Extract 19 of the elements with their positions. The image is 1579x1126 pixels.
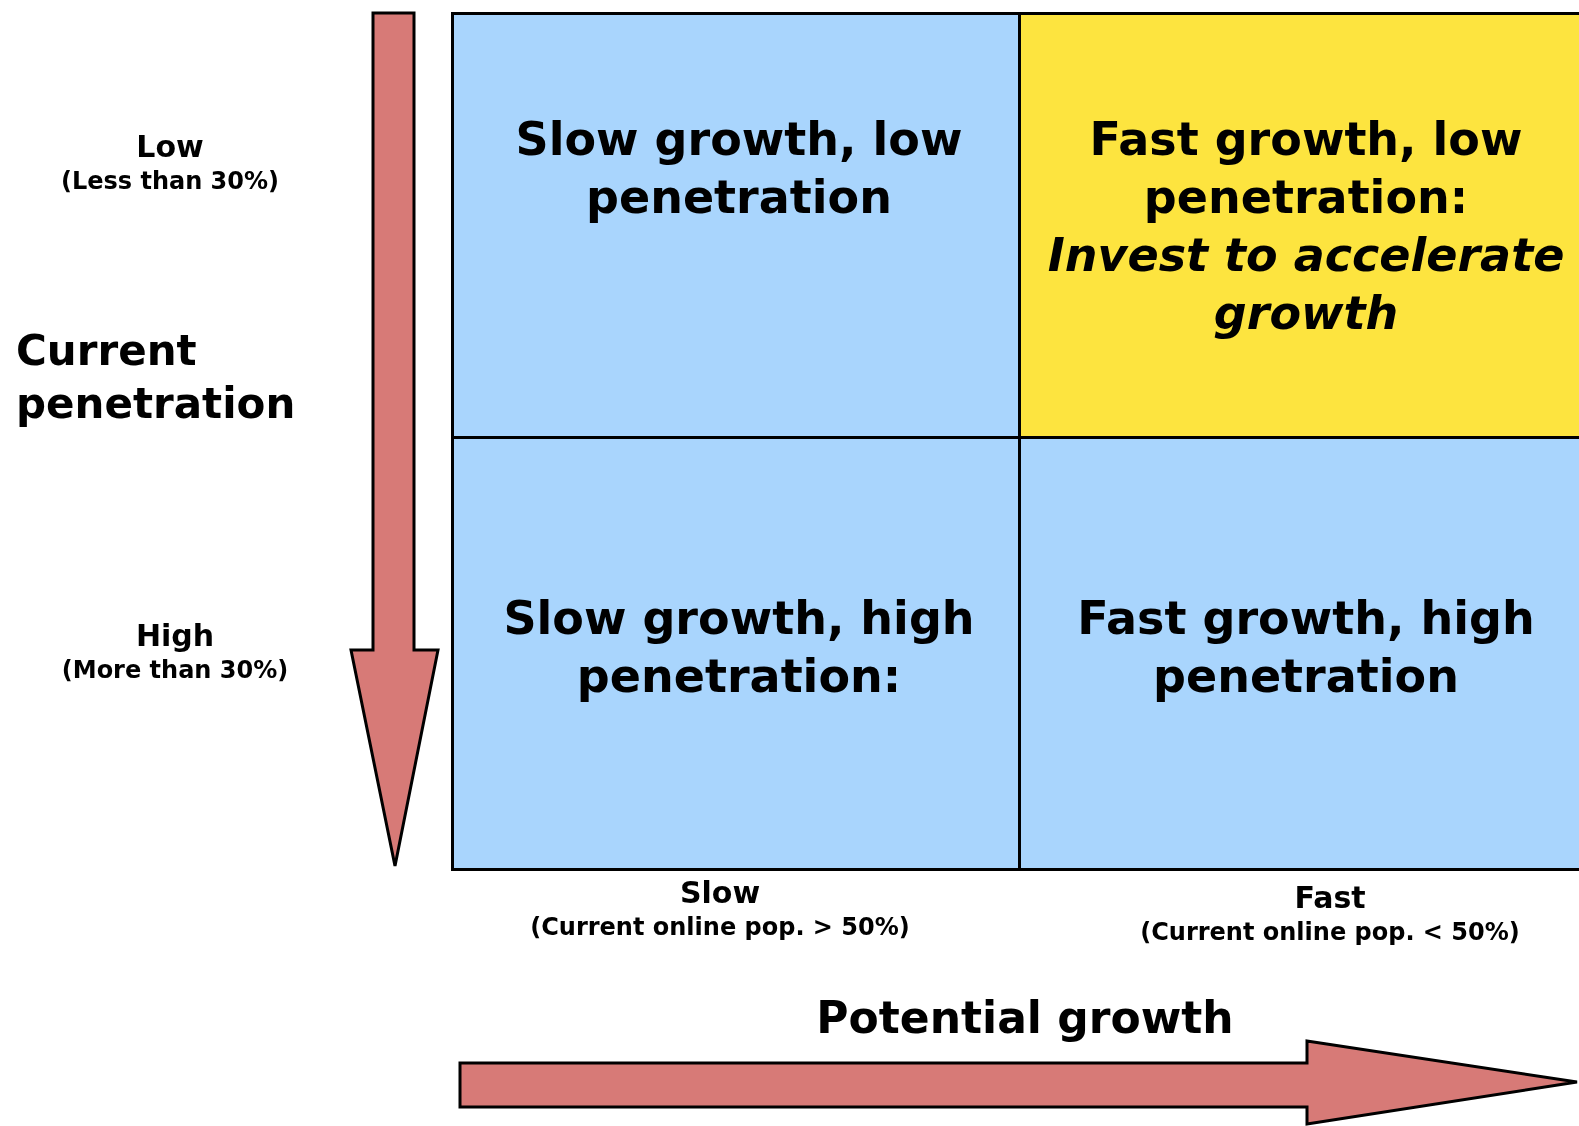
quadrant-box: [1018, 436, 1579, 871]
axis-level-label: High: [134, 617, 216, 655]
quadrant-title: Slow growth, high penetration:: [502, 590, 976, 705]
axis-level-label: Fast: [1293, 879, 1367, 917]
quadrant-box: [1018, 12, 1579, 439]
axis-title: Current penetration: [16, 325, 297, 430]
quadrant-box: [451, 12, 1021, 439]
axis-title: Potential growth: [815, 991, 1235, 1045]
axis-range-label: (More than 30%): [60, 655, 290, 685]
quadrant-title: Fast growth, high penetration: [1076, 590, 1536, 705]
quadrant-box: [451, 436, 1021, 871]
axis-level-label: Slow: [678, 874, 762, 912]
axis-level-label: Low: [135, 128, 205, 166]
quadrant-title: Slow growth, low penetration: [514, 111, 964, 226]
axis-range-label: (Less than 30%): [59, 166, 281, 196]
axis-range-label: (Current online pop. > 50%): [529, 912, 911, 942]
quadrant-title: Fast growth, low penetration:: [1088, 111, 1524, 226]
axis-range-label: (Current online pop. < 50%): [1139, 917, 1521, 947]
quadrant-note: Invest to accelerate growth: [1046, 227, 1566, 342]
